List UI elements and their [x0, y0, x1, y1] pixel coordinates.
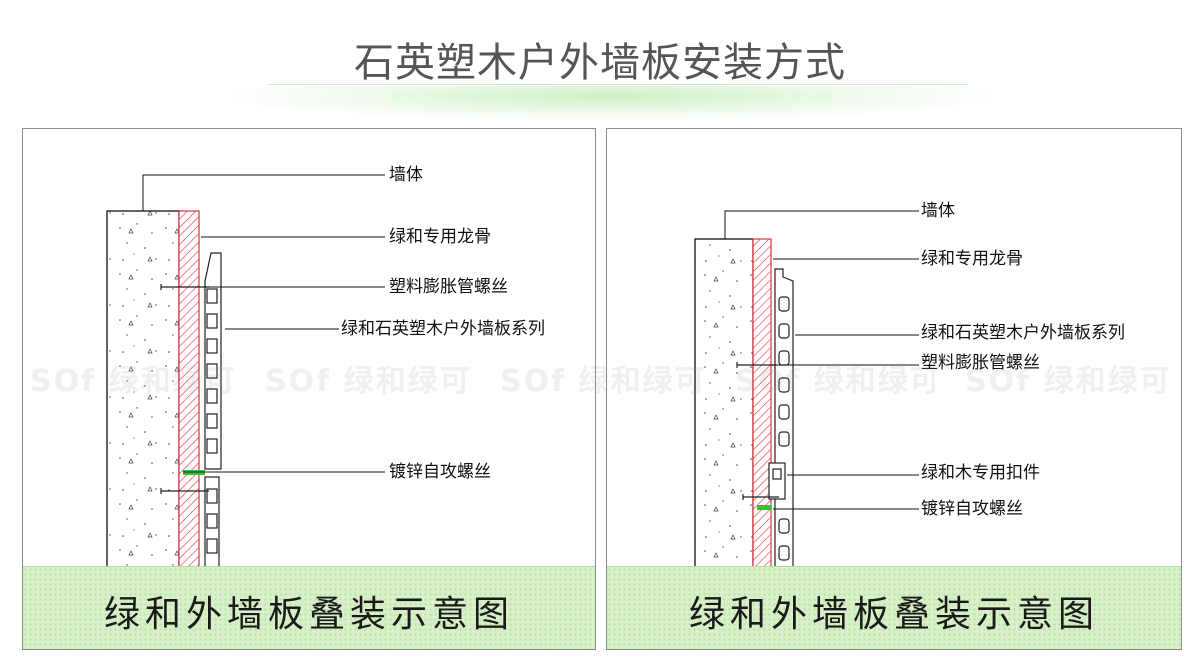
- title-underline: [268, 84, 968, 85]
- label-expansion-screw: 塑料膨胀管螺丝: [389, 277, 508, 297]
- label-panel-series: 绿和石英塑木户外墙板系列: [921, 323, 1125, 343]
- clip-fastener: [768, 462, 786, 500]
- diagram-right-drawing: [694, 210, 919, 572]
- expansion-screw-lower: [160, 488, 209, 494]
- caption-right: 绿和外墙板叠装示意图: [688, 594, 1099, 635]
- watermark: SOf 绿和绿可: [265, 364, 472, 399]
- siding-panel-lower: [204, 476, 220, 572]
- caption-left: 绿和外墙板叠装示意图: [103, 594, 514, 635]
- caption-bar-left: 绿和外墙板叠装示意图: [23, 566, 595, 649]
- watermark: SOf 绿和绿可: [30, 364, 237, 399]
- expansion-screw: [736, 362, 777, 368]
- caption-bar-right: 绿和外墙板叠装示意图: [607, 566, 1181, 649]
- watermark: SOf 绿和绿可: [965, 364, 1172, 399]
- diagram-left-drawing: [106, 174, 385, 572]
- label-wall: 墙体: [389, 165, 423, 185]
- leader-wall: [142, 174, 385, 211]
- siding-panel-vertical: [774, 268, 794, 572]
- label-keel: 绿和专用龙骨: [389, 227, 491, 247]
- label-panel-series: 绿和石英塑木户外墙板系列: [341, 319, 545, 339]
- diagram-panel-left: 墙体 绿和专用龙骨 塑料膨胀管螺丝 绿和石英塑木户外墙板系列 镀锌自攻螺丝 绿和…: [22, 128, 596, 650]
- self-tapping-screw-mark: [183, 470, 223, 475]
- diagram-panel-right: 墙体 绿和专用龙骨 绿和石英塑木户外墙板系列 塑料膨胀管螺丝 绿和木专用扣件 镀…: [606, 128, 1182, 650]
- label-wall: 墙体: [921, 201, 955, 221]
- leader-wall: [724, 210, 919, 239]
- watermark: SOf 绿和绿可: [500, 364, 707, 399]
- label-keel: 绿和专用龙骨: [921, 249, 1023, 269]
- self-tapping-screw-mark: [757, 505, 771, 510]
- expansion-screw-upper: [160, 284, 209, 290]
- siding-panel-upper: [204, 252, 222, 470]
- label-self-tapping-screw: 镀锌自攻螺丝: [389, 462, 491, 482]
- label-expansion-screw: 塑料膨胀管螺丝: [921, 353, 1040, 373]
- wall-block: [106, 210, 180, 572]
- title-glow: [230, 86, 990, 120]
- watermark: SOf 绿和绿可: [735, 364, 942, 399]
- label-self-tapping-screw: 镀锌自攻螺丝: [921, 499, 1023, 519]
- self-tapping-screw: [742, 494, 779, 500]
- label-clip: 绿和木专用扣件: [921, 463, 1040, 483]
- page-title: 石英塑木户外墙板安装方式: [354, 40, 846, 86]
- wall-block: [694, 238, 754, 572]
